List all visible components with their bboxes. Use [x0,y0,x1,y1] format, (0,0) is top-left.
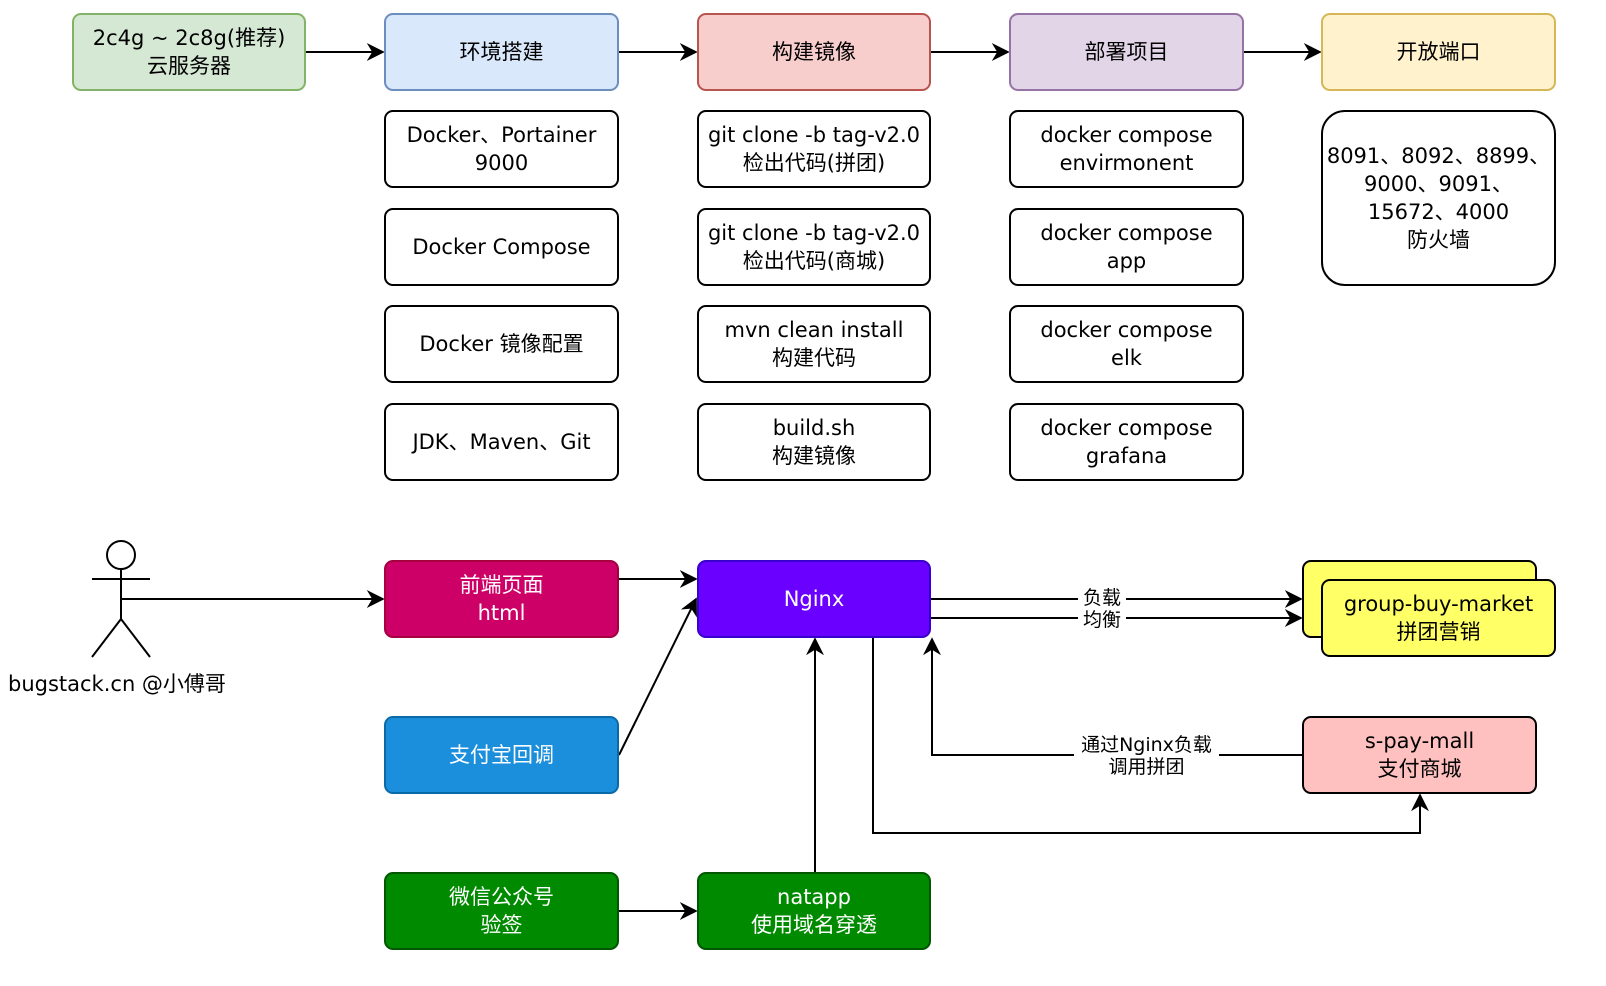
arrow-alipay-nginx [618,597,697,756]
env-item: Docker、Portainer 9000 [384,110,619,188]
deploy-item: docker compose grafana [1009,403,1244,481]
ports-item-label: 8091、8092、8899、 9000、9091、 15672、4000 防火… [1326,144,1551,252]
natapp-node: natapp 使用域名穿透 [697,872,931,950]
market-node-label: group-buy-market 拼团营销 [1343,592,1534,644]
deploy-item-label: docker compose grafana [1040,416,1213,468]
env-item: JDK、Maven、Git [384,403,619,481]
build-item-label: git clone -b tag-v2.0 检出代码(拼团) [707,123,921,175]
server-step-label: 2c4g ~ 2c8g(推荐) 云服务器 [92,26,286,78]
deploy-step: 部署项目 [1009,13,1244,91]
deploy-item: docker compose elk [1009,305,1244,383]
nginx-node: Nginx [697,560,931,638]
wechat-verify-label: 微信公众号 验签 [449,885,554,937]
server-step: 2c4g ~ 2c8g(推荐) 云服务器 [72,13,306,91]
nginx-load-label: 通过Nginx负载 调用拼团 [1074,734,1219,778]
ports-step: 开放端口 [1321,13,1556,91]
deploy-item: docker compose app [1009,208,1244,286]
arrow-nginx-spay [872,638,1429,834]
ports-step-label: 开放端口 [1396,40,1481,64]
build-item-label: git clone -b tag-v2.0 检出代码(商城) [707,221,921,273]
build-step: 构建镜像 [697,13,931,91]
deploy-item-label: docker compose app [1040,221,1213,273]
build-item: git clone -b tag-v2.0 检出代码(商城) [697,208,931,286]
env-item: Docker 镜像配置 [384,305,619,383]
deploy-step-label: 部署项目 [1084,40,1169,64]
build-item: git clone -b tag-v2.0 检出代码(拼团) [697,110,931,188]
alipay-callback-label: 支付宝回调 [449,743,554,767]
actor-label: bugstack.cn @小傅哥 [8,672,226,696]
market-node: group-buy-market 拼团营销 [1321,579,1556,657]
wechat-verify-node: 微信公众号 验签 [384,872,619,950]
env-step: 环境搭建 [384,13,619,91]
build-item-label: mvn clean install 构建代码 [724,318,904,370]
deploy-item: docker compose envirmonent [1009,110,1244,188]
nginx-node-label: Nginx [783,587,845,611]
env-item: Docker Compose [384,208,619,286]
spay-node: s-pay-mall 支付商城 [1302,716,1537,794]
user-actor-icon [91,540,151,658]
build-item: build.sh 构建镜像 [697,403,931,481]
frontend-node-label: 前端页面 html [459,573,544,625]
load-balance-label: 负载 均衡 [1078,587,1126,631]
natapp-node-label: natapp 使用域名穿透 [751,885,877,937]
env-item-label: Docker Compose [412,235,591,259]
build-item-label: build.sh 构建镜像 [772,416,856,468]
frontend-node: 前端页面 html [384,560,619,638]
env-item-label: Docker、Portainer 9000 [406,123,597,175]
env-item-label: Docker 镜像配置 [419,332,584,356]
env-step-label: 环境搭建 [459,40,544,64]
deploy-item-label: docker compose elk [1040,318,1213,370]
alipay-callback-node: 支付宝回调 [384,716,619,794]
build-item: mvn clean install 构建代码 [697,305,931,383]
deploy-item-label: docker compose envirmonent [1040,123,1213,175]
env-item-label: JDK、Maven、Git [412,430,591,454]
spay-node-label: s-pay-mall 支付商城 [1364,729,1475,781]
build-step-label: 构建镜像 [772,40,856,64]
ports-item: 8091、8092、8899、 9000、9091、 15672、4000 防火… [1321,110,1556,286]
